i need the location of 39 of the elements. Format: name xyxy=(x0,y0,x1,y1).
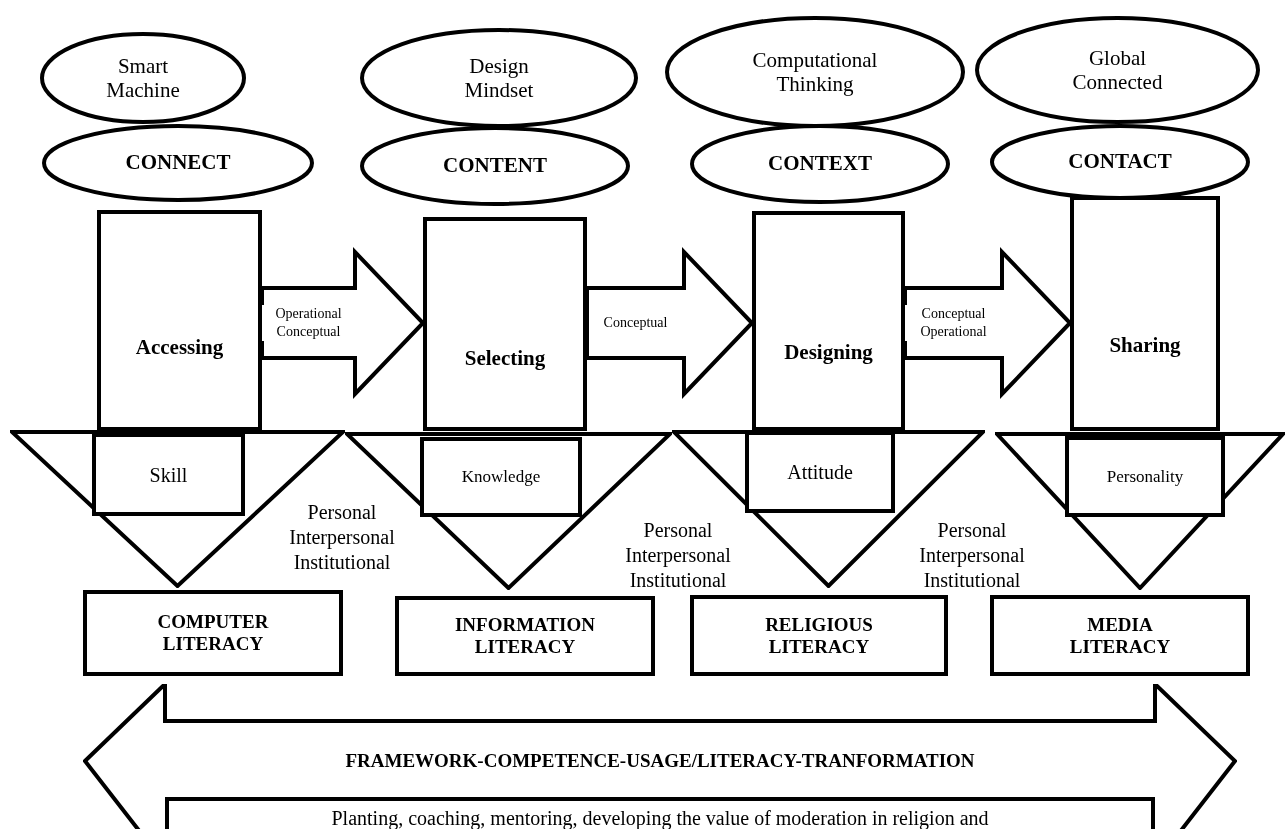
level-label: Personal Interpersonal Institutional xyxy=(918,518,1026,593)
node-label: Sharing xyxy=(1109,332,1181,359)
trait-box xyxy=(420,437,582,517)
node-label: Attitude xyxy=(787,460,853,485)
node-label: Accessing xyxy=(135,334,224,361)
node-label: Personality xyxy=(1106,465,1184,488)
node-label: Global Connected xyxy=(1072,46,1163,94)
node-label: INFORMATION LITERACY xyxy=(454,614,595,658)
step-box xyxy=(97,210,262,431)
node-label: Design Mindset xyxy=(464,54,534,102)
literacy-box xyxy=(395,596,655,676)
node-label: Designing xyxy=(784,339,873,366)
literacy-box xyxy=(990,595,1250,676)
node-label: Knowledge xyxy=(461,466,541,489)
node-label: CONNECT xyxy=(125,149,231,177)
literacy-box xyxy=(690,595,948,676)
trait-box xyxy=(745,431,895,513)
trait-box xyxy=(92,433,245,516)
literacy-box xyxy=(83,590,343,676)
node-label: CONTEXT xyxy=(768,150,872,178)
node-label: RELIGIOUS LITERACY xyxy=(765,613,873,658)
level-label: Personal Interpersonal Institutional xyxy=(288,500,396,575)
step-box xyxy=(423,217,587,431)
block-arrow xyxy=(585,247,755,399)
node-label: Skill xyxy=(149,462,188,488)
node-label: MEDIA LITERACY xyxy=(1069,613,1171,658)
step-box xyxy=(752,211,905,431)
node-label: CONTENT xyxy=(443,152,547,180)
step-box xyxy=(1070,196,1220,431)
node-label: Selecting xyxy=(464,345,546,372)
trait-box xyxy=(1065,436,1225,517)
node-label: CONTACT xyxy=(1068,148,1172,176)
node-label: Computational Thinking xyxy=(752,48,878,96)
edge-label: Conceptual xyxy=(603,314,668,332)
level-label: Personal Interpersonal Institutional xyxy=(624,518,732,593)
node-label: Planting, coaching, mentoring, developing the value of moderation in religion and xyxy=(331,806,989,829)
node-label: Smart Machine xyxy=(106,54,180,102)
banner-title: FRAMEWORK-COMPETENCE-USAGE/LITERACY-TRANFORMATION xyxy=(345,749,975,773)
node-label: COMPUTER LITERACY xyxy=(157,611,269,655)
